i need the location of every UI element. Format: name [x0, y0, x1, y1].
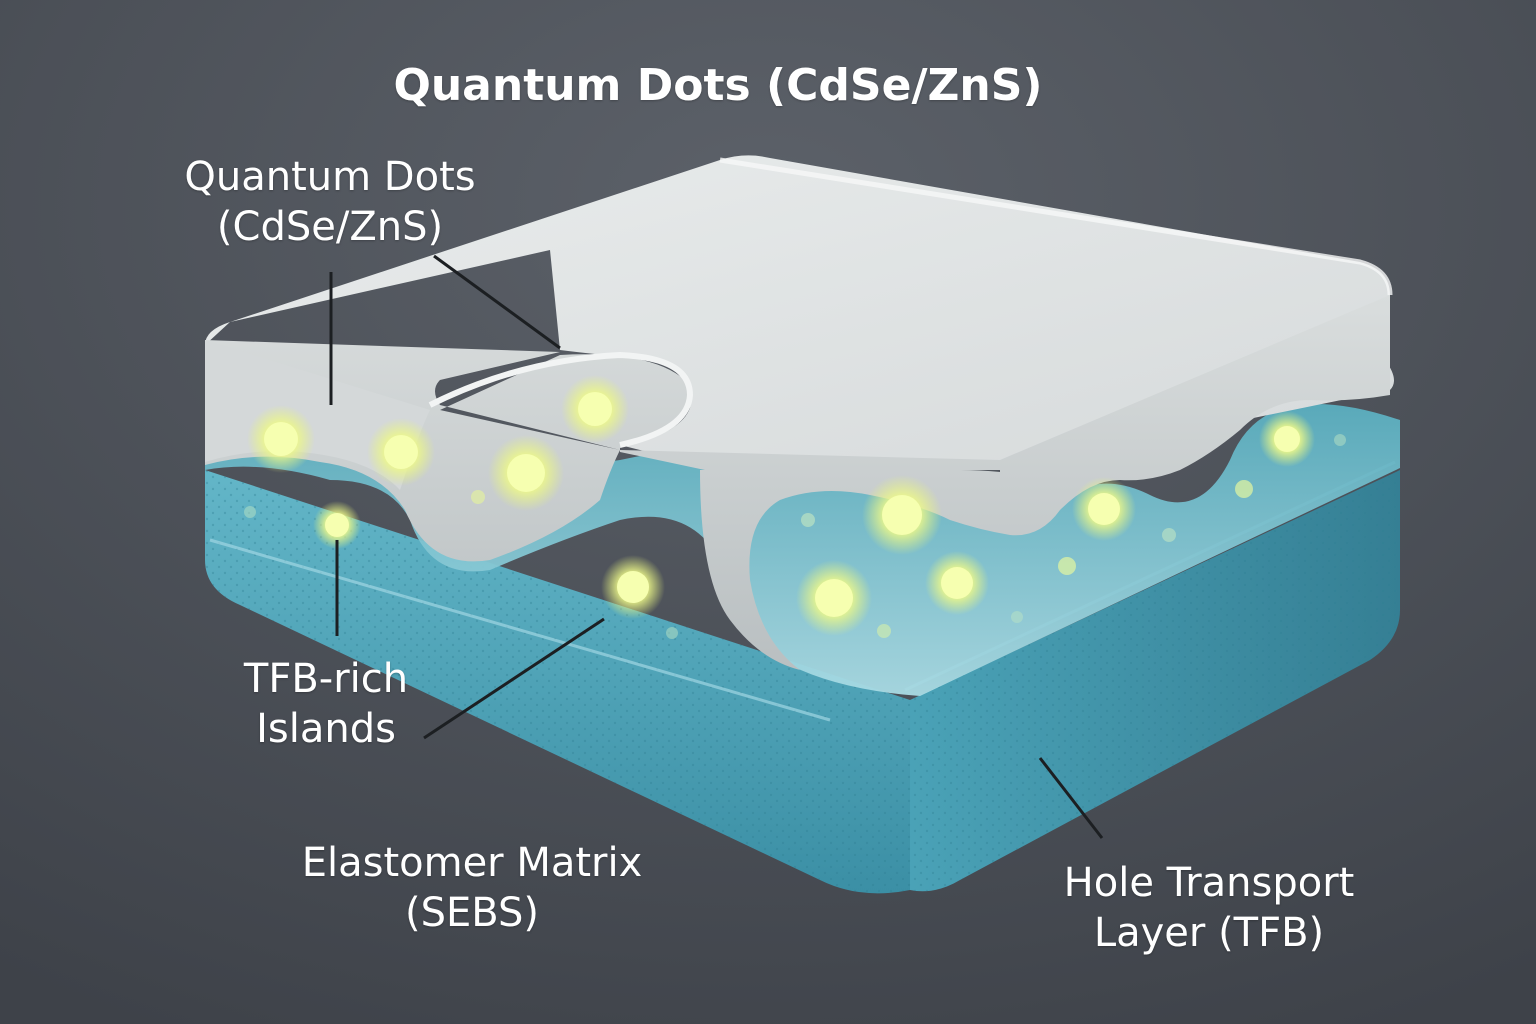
glowing-dot-icon [601, 555, 665, 619]
label-hole-transport-layer: Hole Transport Layer (TFB) [1006, 858, 1412, 958]
glowing-dot-icon [925, 551, 989, 615]
quantum-dots-group [244, 375, 1346, 639]
label-hole-transport-layer-line2: Layer (TFB) [1093, 910, 1325, 956]
label-elastomer-matrix-line2: (SEBS) [404, 890, 539, 936]
small-dot-icon [1235, 480, 1253, 498]
leader-lines [329, 254, 1104, 839]
top-layer-notch-rim [428, 351, 694, 448]
top-layer-face [205, 155, 1394, 470]
diagram-title: Quantum Dots (CdSe/ZnS) [393, 60, 1043, 111]
top-layer-side-front [205, 295, 1390, 670]
label-tfb-rich-islands: TFB-rich Islands [206, 654, 446, 754]
small-dot-icon [877, 624, 891, 638]
label-quantum-dots-line2: (CdSe/ZnS) [216, 204, 444, 250]
glowing-dot-icon [313, 501, 361, 549]
label-elastomer-matrix: Elastomer Matrix (SEBS) [232, 838, 712, 938]
layer-texture-side [910, 470, 1400, 892]
glowing-dot-icon [247, 405, 315, 473]
label-tfb-rich-islands-line2: Islands [256, 706, 396, 752]
top-layer-edge-highlight [719, 157, 1393, 296]
label-quantum-dots-line1: Quantum Dots [184, 154, 476, 200]
small-dot-icon [1162, 528, 1176, 542]
small-dot-icon [801, 513, 815, 527]
small-dot-icon [244, 506, 256, 518]
small-dot-icon [666, 627, 678, 639]
small-dot-icon [471, 490, 485, 504]
small-dot-icon [1058, 557, 1076, 575]
glowing-dot-icon [488, 435, 564, 511]
small-dot-icon [1334, 434, 1346, 446]
label-tfb-rich-islands-line1: TFB-rich [243, 656, 409, 702]
label-elastomer-matrix-line1: Elastomer Matrix [301, 840, 643, 886]
leader-line-htl [1038, 757, 1104, 839]
glowing-dot-icon [1072, 477, 1136, 541]
glowing-dot-icon [1259, 411, 1315, 467]
glowing-dot-icon [561, 375, 629, 443]
leader-line-qd-diagonal [433, 254, 561, 350]
small-dot-icon [1011, 611, 1023, 623]
label-quantum-dots: Quantum Dots (CdSe/ZnS) [160, 152, 500, 252]
layer-interface-line [209, 538, 831, 722]
label-hole-transport-layer-line1: Hole Transport [1063, 860, 1355, 906]
leader-line-islands-diagonal [423, 617, 605, 740]
glowing-dot-icon [367, 418, 435, 486]
layer-texture-front [205, 470, 910, 894]
glowing-dot-icon [862, 475, 942, 555]
glowing-dot-icon [796, 560, 872, 636]
